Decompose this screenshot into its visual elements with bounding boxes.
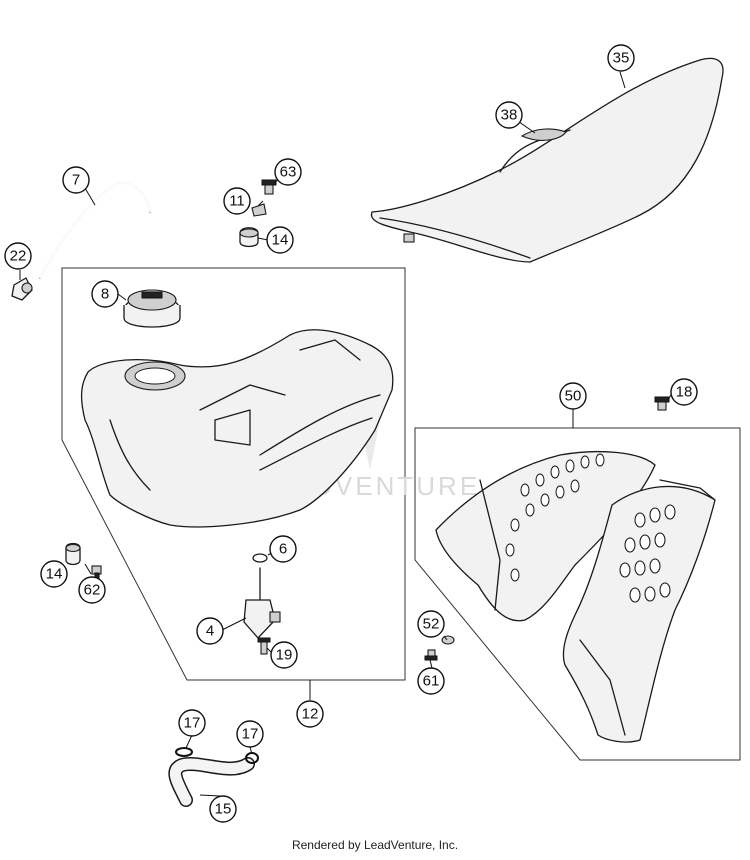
svg-text:14: 14 bbox=[272, 232, 289, 249]
washer-bolt-parts bbox=[424, 635, 455, 661]
fuel-tank-part bbox=[80, 329, 394, 528]
svg-text:22: 22 bbox=[10, 248, 27, 265]
callout-35: 35 bbox=[607, 44, 635, 72]
breather-hose-part bbox=[38, 181, 152, 279]
callout-15: 15 bbox=[209, 795, 237, 823]
tank-group-frame bbox=[61, 267, 406, 681]
fuel-cap-part bbox=[123, 289, 181, 328]
svg-text:4: 4 bbox=[206, 623, 214, 640]
svg-text:63: 63 bbox=[280, 164, 297, 181]
callout-17-left: 17 bbox=[178, 709, 206, 737]
callout-22: 22 bbox=[4, 242, 32, 270]
svg-text:6: 6 bbox=[279, 541, 287, 558]
seat-part bbox=[370, 57, 724, 263]
callout-63: 63 bbox=[274, 158, 302, 186]
svg-text:52: 52 bbox=[423, 616, 440, 633]
callout-62: 62 bbox=[78, 576, 106, 604]
callout-17-right: 17 bbox=[236, 720, 264, 748]
callout-14-left: 14 bbox=[40, 560, 68, 588]
svg-text:18: 18 bbox=[676, 384, 693, 401]
screw-bracket-parts bbox=[239, 179, 277, 248]
svg-text:62: 62 bbox=[84, 582, 101, 599]
svg-text:17: 17 bbox=[184, 715, 201, 732]
callout-8: 8 bbox=[91, 280, 119, 308]
callout-14-top: 14 bbox=[266, 226, 294, 254]
callout-6: 6 bbox=[269, 535, 297, 563]
bushing-screw-parts bbox=[65, 542, 102, 580]
svg-text:61: 61 bbox=[423, 673, 440, 690]
svg-text:15: 15 bbox=[215, 801, 232, 818]
footer-credit: Rendered by LeadVenture, Inc. bbox=[291, 838, 459, 852]
callout-61: 61 bbox=[417, 667, 445, 695]
callout-19: 19 bbox=[270, 641, 298, 669]
svg-text:12: 12 bbox=[302, 706, 319, 723]
callout-12: 12 bbox=[296, 700, 324, 728]
svg-text:19: 19 bbox=[276, 647, 293, 664]
callout-52: 52 bbox=[417, 610, 445, 638]
elbow-fitting-part bbox=[11, 277, 33, 301]
callout-50: 50 bbox=[559, 382, 587, 410]
callout-11: 11 bbox=[223, 187, 251, 215]
callout-4: 4 bbox=[196, 617, 224, 645]
svg-text:38: 38 bbox=[501, 107, 518, 124]
callout-7: 7 bbox=[62, 166, 90, 194]
svg-text:35: 35 bbox=[613, 50, 630, 67]
svg-text:8: 8 bbox=[101, 286, 109, 303]
callout-38: 38 bbox=[495, 101, 523, 129]
svg-text:17: 17 bbox=[242, 726, 259, 743]
fuel-tap-part bbox=[243, 553, 281, 655]
tank-spoiler-left-part bbox=[435, 450, 656, 622]
callout-18: 18 bbox=[670, 378, 698, 406]
svg-text:50: 50 bbox=[565, 388, 582, 405]
tank-spoiler-right-part bbox=[562, 479, 716, 743]
fuel-hose-part bbox=[168, 747, 259, 807]
svg-text:14: 14 bbox=[46, 566, 63, 583]
bolt-part bbox=[654, 396, 670, 411]
spoiler-group-frame bbox=[414, 427, 741, 761]
svg-text:11: 11 bbox=[229, 193, 245, 210]
svg-text:7: 7 bbox=[72, 172, 80, 189]
